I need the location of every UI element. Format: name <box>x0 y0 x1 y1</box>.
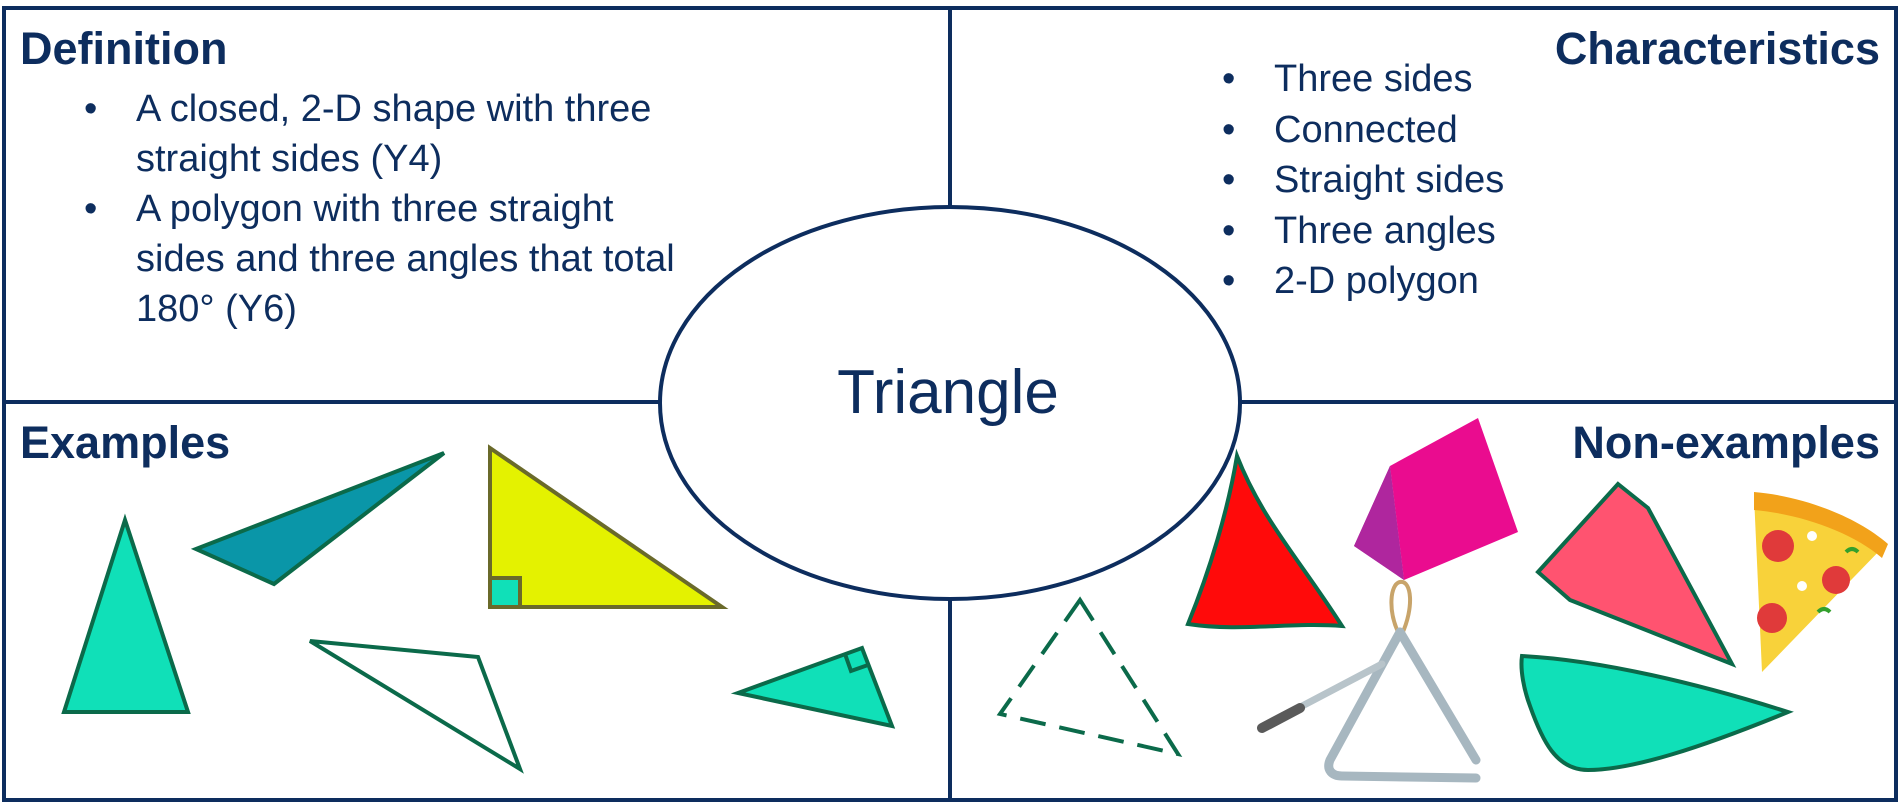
definition-heading: Definition <box>20 23 228 74</box>
non-example-shapes <box>996 418 1888 783</box>
characteristic-item: Three angles <box>1218 206 1678 257</box>
small-right-angle-marker <box>843 653 869 674</box>
examples-heading: Examples <box>20 417 231 468</box>
non-example-dashed-triangle <box>996 596 1183 758</box>
definition-list: A closed, 2-D shape with three straight … <box>80 84 700 334</box>
non-example-curved-turquoise-shape <box>1519 653 1794 773</box>
right-angle-marker <box>488 576 522 609</box>
characteristics-list: Three sides Connected Straight sides Thr… <box>1218 54 1678 307</box>
non-examples-heading: Non-examples <box>1572 417 1880 468</box>
definition-item: A polygon with three straight sides and … <box>80 184 700 334</box>
example-shapes <box>61 444 896 774</box>
characteristic-item: Straight sides <box>1218 155 1678 206</box>
non-example-triangular-prism <box>1354 418 1518 580</box>
example-scalene-triangle-teal <box>190 451 446 587</box>
characteristic-item: Connected <box>1218 105 1678 156</box>
definition-item: A closed, 2-D shape with three straight … <box>80 84 700 184</box>
non-example-triangle-instrument <box>1257 580 1481 783</box>
center-term: Triangle <box>837 358 1059 427</box>
center-ellipse <box>658 205 1242 601</box>
non-example-pink-quadrilateral <box>1535 481 1737 668</box>
characteristic-item: 2-D polygon <box>1218 256 1678 307</box>
example-obtuse-triangle-outline <box>308 639 524 774</box>
non-example-curved-red-triangle <box>1185 448 1346 630</box>
example-right-triangle-yellow <box>488 444 729 609</box>
example-isosceles-triangle <box>61 513 191 714</box>
example-right-triangle-small <box>730 645 896 729</box>
characteristic-item: Three sides <box>1218 54 1678 105</box>
non-example-pizza-slice <box>1754 492 1888 672</box>
